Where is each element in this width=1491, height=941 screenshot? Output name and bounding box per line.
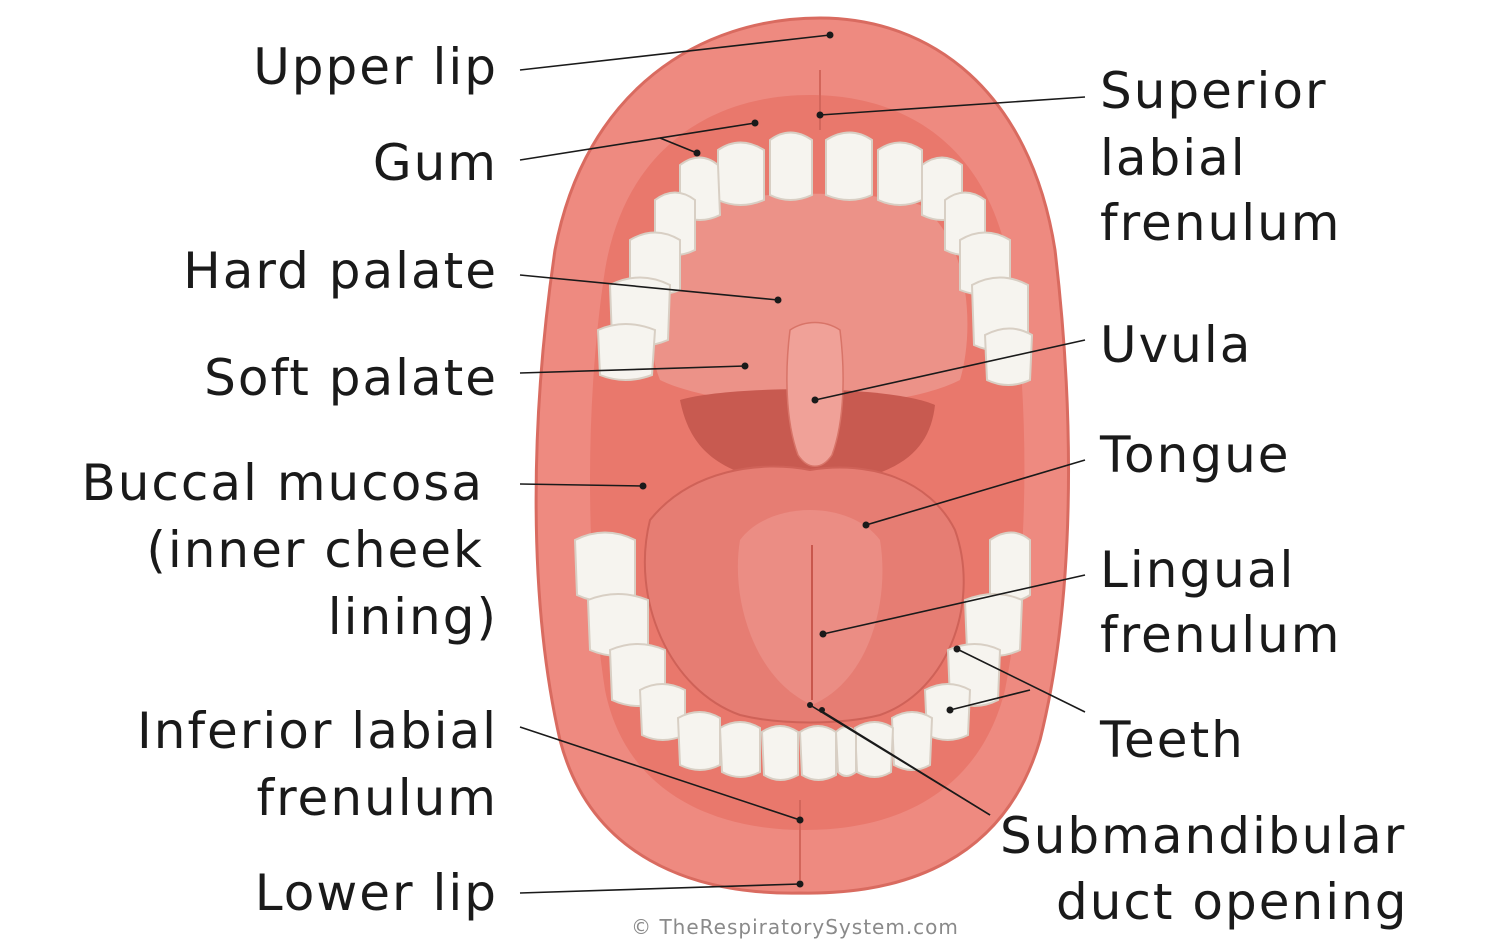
dot-tongue xyxy=(863,522,870,529)
label-gum: Gum xyxy=(373,134,498,192)
label-hard-palate: Hard palate xyxy=(183,242,498,300)
label-superior-labial-frenulum-line-3: frenulum xyxy=(1100,194,1342,252)
label-teeth: Teeth xyxy=(1099,711,1245,769)
dot-soft-palate xyxy=(742,363,749,370)
label-buccal-mucosa-line-1: Buccal mucosa xyxy=(81,454,484,512)
dot-buccal-mucosa xyxy=(640,483,647,490)
label-inferior-labial-frenulum-line-1: Inferior labial xyxy=(137,702,498,760)
label-submandibular-duct-opening-line-1: Submandibular xyxy=(1000,807,1406,865)
left-labels: Upper lip Gum Hard palate Soft palate Bu… xyxy=(81,38,498,922)
label-lingual-frenulum-line-2: frenulum xyxy=(1100,606,1342,664)
mouth-illustration xyxy=(536,18,1068,893)
dot-teeth-b xyxy=(947,707,954,714)
uvula-shape xyxy=(787,323,843,467)
copyright-credit: © TheRespiratorySystem.com xyxy=(631,915,959,939)
label-superior-labial-frenulum-line-1: Superior xyxy=(1100,62,1328,120)
label-lingual-frenulum-line-1: Lingual xyxy=(1100,541,1295,599)
dot-upper-lip xyxy=(827,32,834,39)
label-soft-palate: Soft palate xyxy=(204,349,498,407)
dot-gum-a xyxy=(752,120,759,127)
label-upper-lip: Upper lip xyxy=(253,38,498,96)
dot-submandibular-duct-a xyxy=(807,702,813,708)
dot-superior-labial-frenulum xyxy=(817,112,824,119)
dot-gum-b xyxy=(694,150,701,157)
label-buccal-mucosa-line-2: (inner cheek xyxy=(146,521,484,579)
dot-hard-palate xyxy=(775,297,782,304)
label-buccal-mucosa-line-3: lining) xyxy=(328,588,498,646)
dot-lower-lip xyxy=(797,881,804,888)
label-submandibular-duct-opening-line-2: duct opening xyxy=(1056,873,1409,931)
label-tongue: Tongue xyxy=(1099,426,1291,484)
dot-submandibular-duct-b xyxy=(819,707,825,713)
dot-teeth-a xyxy=(954,646,961,653)
label-uvula: Uvula xyxy=(1100,316,1252,374)
dot-inferior-labial-frenulum xyxy=(797,817,804,824)
dot-lingual-frenulum xyxy=(820,631,827,638)
dot-uvula xyxy=(812,397,819,404)
label-lower-lip: Lower lip xyxy=(255,864,498,922)
label-inferior-labial-frenulum-line-2: frenulum xyxy=(257,769,499,827)
label-superior-labial-frenulum-line-2: labial xyxy=(1100,129,1247,187)
